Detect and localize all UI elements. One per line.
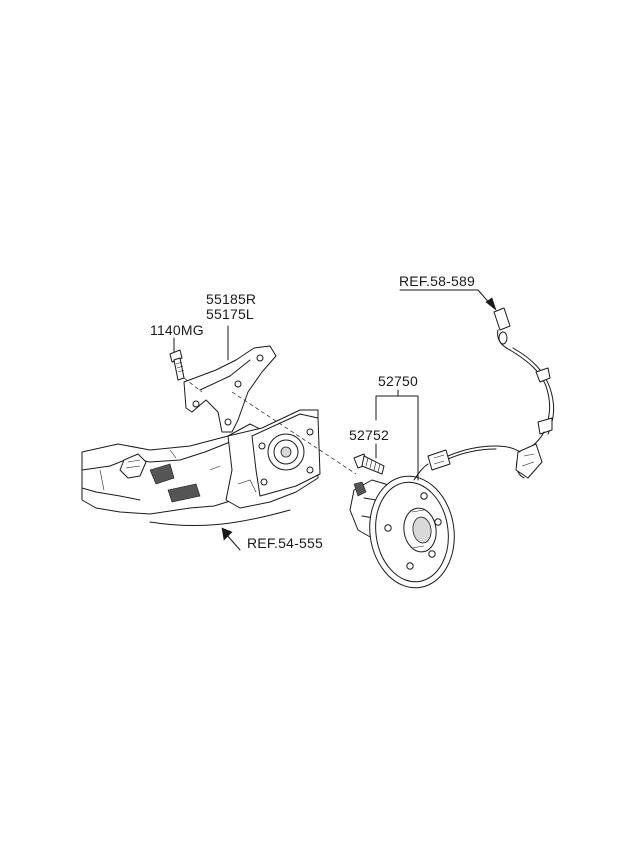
ref-label-54-555[interactable]: REF.54-555: [247, 535, 323, 551]
part-label-55175l[interactable]: 55175L: [206, 306, 254, 322]
bolt-1140mg: [169, 349, 185, 381]
assembly-alignment-line: [231, 391, 357, 475]
part-label-55185r[interactable]: 55185R: [206, 291, 257, 307]
part-label-52752[interactable]: 52752: [349, 427, 389, 443]
hub-bolt-52752: [353, 453, 385, 475]
leader-lines: [173, 289, 497, 551]
abs-sensor-harness: [413, 307, 555, 481]
ref-label-58-589[interactable]: REF.58-589: [399, 273, 475, 289]
part-label-1140mg[interactable]: 1140MG: [150, 322, 204, 338]
knuckle-bracket: [183, 345, 277, 433]
hub-bearing-assembly-52750: [349, 475, 455, 589]
part-label-52750[interactable]: 52750: [378, 373, 418, 389]
rear-axle-beam: [81, 409, 321, 527]
bolt-alignment-line: [183, 377, 203, 393]
